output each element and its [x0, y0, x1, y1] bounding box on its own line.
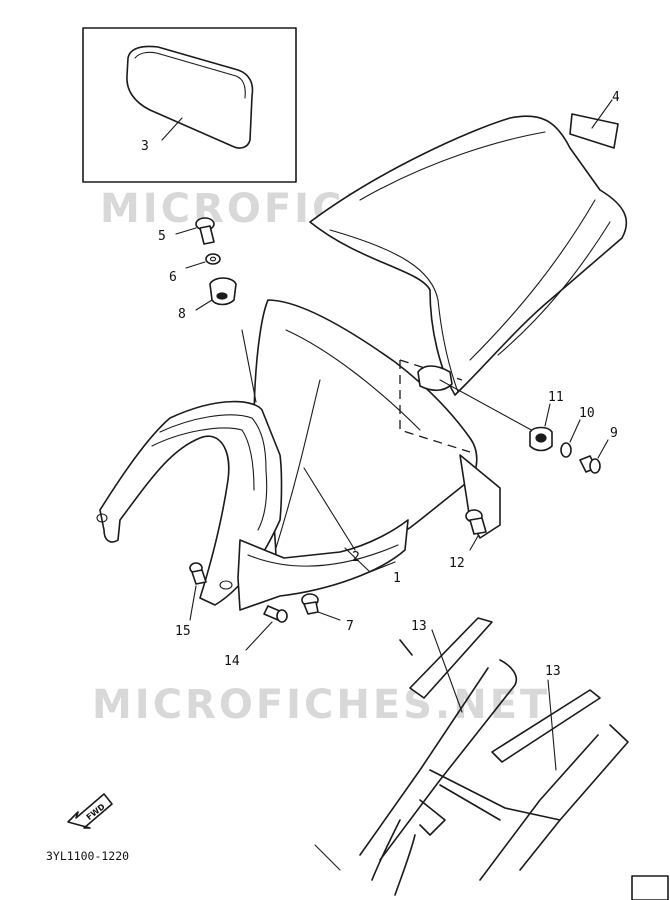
callout-9: 9 — [610, 426, 618, 441]
bolt-5 — [175, 217, 215, 245]
leader-13a — [431, 629, 463, 713]
callout-13-right: 13 — [545, 664, 561, 679]
callout-1: 1 — [393, 571, 401, 586]
fasteners — [175, 217, 609, 651]
callout-12: 12 — [449, 556, 465, 571]
leader-13b — [547, 679, 557, 771]
washer-6 — [185, 253, 221, 269]
seat-assembly — [96, 99, 628, 611]
leader-8 — [241, 329, 257, 403]
callout-11: 11 — [548, 390, 564, 405]
callout-13-left: 13 — [411, 619, 427, 634]
callout-3: 3 — [141, 139, 149, 154]
washer-10 — [560, 419, 581, 458]
frame-rails — [314, 617, 629, 896]
corner-box — [631, 875, 669, 900]
screw-14 — [245, 605, 288, 651]
fwd-arrow-icon: FWD — [67, 793, 113, 829]
bolt-9 — [579, 439, 609, 474]
callout-15: 15 — [175, 624, 191, 639]
leader-1 — [344, 547, 396, 573]
grommet-11 — [529, 403, 553, 452]
inset-box — [82, 27, 297, 183]
callout-10: 10 — [579, 406, 595, 421]
grommet-8 — [195, 277, 237, 311]
watermark-bottom: MICROFICHES.NET — [92, 682, 550, 728]
bolt-7 — [301, 593, 341, 621]
callout-8: 8 — [178, 307, 186, 322]
bolt-12 — [465, 509, 487, 551]
leader-3 — [161, 117, 183, 141]
callout-14: 14 — [224, 654, 240, 669]
leader-2 — [303, 467, 356, 551]
leader-4 — [591, 99, 613, 129]
callout-7: 7 — [346, 619, 354, 634]
callout-4: 4 — [612, 90, 620, 105]
callout-labels: 1 2 3 4 5 6 7 8 9 10 11 12 13 13 14 15 — [141, 90, 620, 679]
callout-2: 2 — [352, 550, 360, 565]
bolt-15 — [189, 562, 207, 621]
callout-6: 6 — [169, 270, 177, 285]
callout-5: 5 — [158, 229, 166, 244]
part-code: 3YL1100-1220 — [46, 849, 129, 863]
